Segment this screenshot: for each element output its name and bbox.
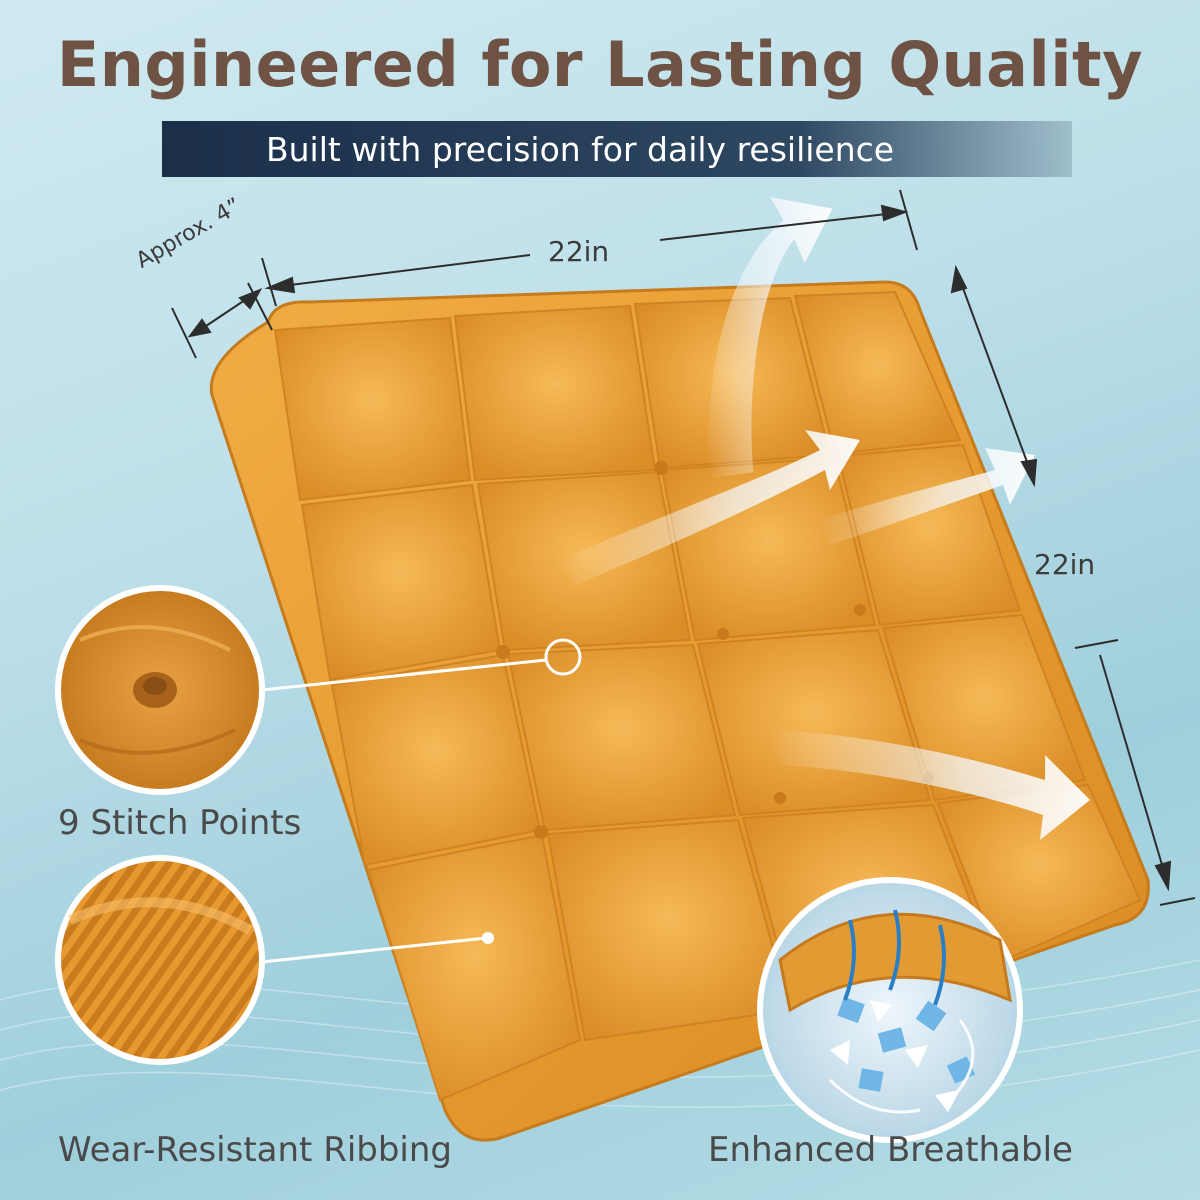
zoom-stitch-detail <box>55 585 265 795</box>
page-title: Engineered for Lasting Quality <box>56 28 1144 101</box>
dimension-lines <box>171 189 1196 906</box>
stitch-points-label: 9 Stitch Points <box>58 803 302 843</box>
zoom-foam-detail <box>757 877 1023 1143</box>
zoom-ribbing-detail <box>55 855 265 1065</box>
width-label: 22in <box>548 235 610 268</box>
depth-label: 22in <box>1034 548 1096 581</box>
airflow-arrows <box>560 197 1090 840</box>
subtitle-banner: Built with precision for daily resilienc… <box>162 121 1072 177</box>
breathable-label: Enhanced Breathable <box>708 1130 1073 1170</box>
callout-lines <box>261 658 547 964</box>
stitch-highlight-ring <box>544 638 582 676</box>
ribbing-label: Wear-Resistant Ribbing <box>58 1130 453 1170</box>
page-subtitle: Built with precision for daily resilienc… <box>266 129 895 169</box>
